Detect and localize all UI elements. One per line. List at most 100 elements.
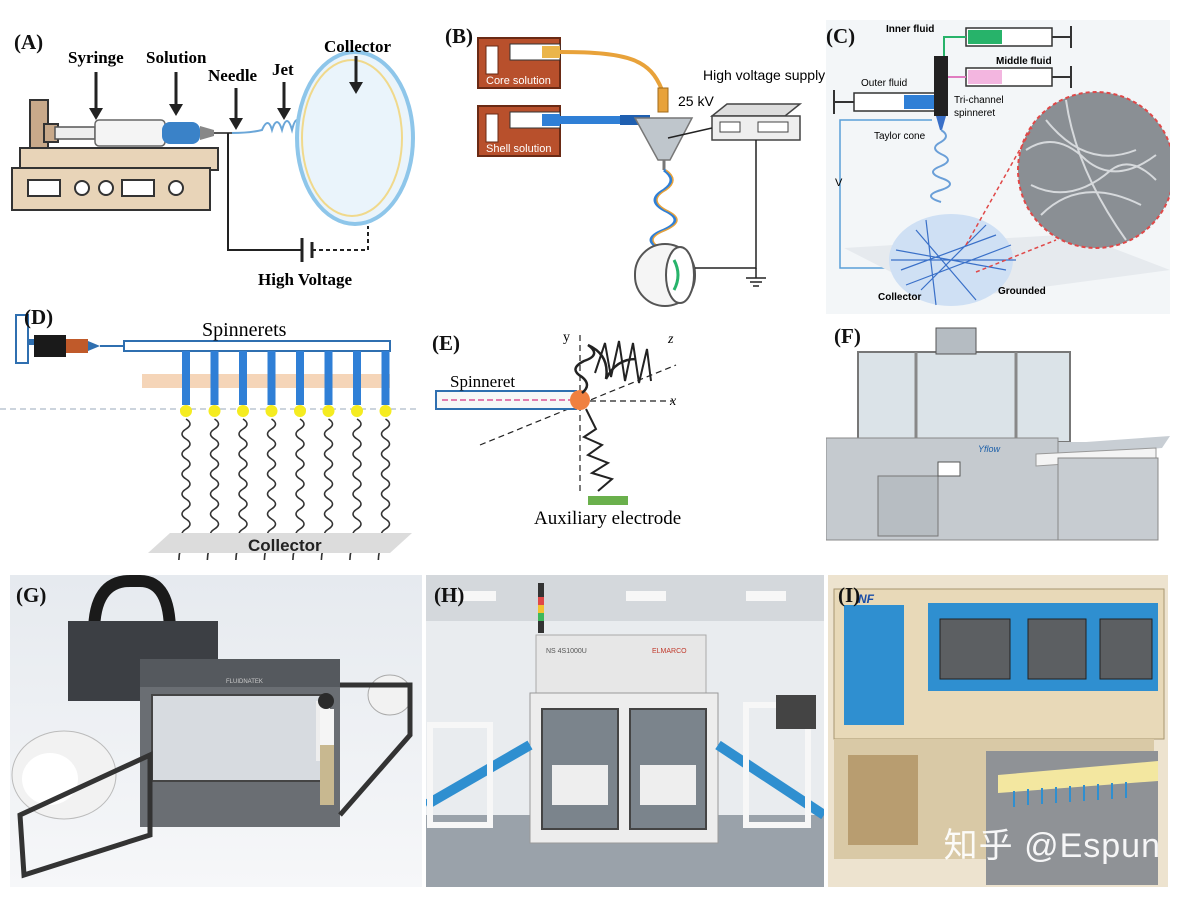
core-solution-label: Core solution: [486, 75, 551, 87]
needle-tip: [208, 405, 221, 417]
jet-upper: [574, 343, 637, 394]
manifold-tube: [123, 340, 391, 352]
jet-lower: [581, 408, 615, 492]
syringe-label: Syringe: [68, 48, 124, 67]
axis-x-label: x: [669, 394, 677, 409]
needle-array: [178, 351, 392, 560]
taylor-cone-label: Taylor cone: [874, 131, 926, 142]
panel-g: FLUIDNATEK (G): [10, 575, 422, 887]
needle-tip: [379, 405, 392, 417]
fluidnatek-machine-render: FLUIDNATEK: [10, 575, 422, 887]
syringe-barrel: [94, 119, 166, 147]
solution-label: Solution: [146, 48, 207, 67]
spinneret-label-line1: Tri-channel: [954, 95, 1004, 106]
machine-base: [826, 437, 1059, 541]
high-voltage-supply-label: High voltage supply: [703, 67, 825, 83]
panel-c: Inner fluid Outer fluid Middle fluid Tri…: [826, 20, 1170, 314]
panel-f-label: (F): [834, 324, 861, 348]
shell-solution-label: Shell solution: [486, 143, 551, 155]
inner-fluid-syringe: [968, 30, 1002, 44]
needle-tip: [322, 405, 335, 417]
fluidnatek-brand: FLUIDNATEK: [226, 679, 263, 685]
panel-a: Syringe Solution Needle Jet Collector Hi…: [0, 20, 420, 300]
collector-drum: [295, 50, 415, 226]
watermark-text: 知乎 @Espun: [943, 827, 1161, 865]
operator-figure: [318, 693, 334, 709]
spinneret-needle: [239, 351, 247, 405]
needle-tip: [180, 405, 192, 417]
auxiliary-electrode: [588, 496, 628, 505]
panel-d-label: (D): [24, 305, 54, 329]
fiber-jet: [320, 418, 334, 560]
tri-channel-spinneret: [934, 56, 948, 116]
middle-fluid-syringe: [968, 70, 1002, 84]
spinneret-needle: [210, 351, 219, 405]
fiber-jet: [349, 418, 362, 560]
panel-i-label: (I): [838, 583, 861, 607]
needle-tip: [265, 405, 278, 417]
axis-z-label: z: [667, 332, 674, 347]
panel-e: Spinneret y x z Auxiliary electrode (E): [420, 305, 820, 560]
fiber-jet: [178, 418, 191, 560]
voltage-label: V: [835, 177, 843, 189]
blue-roller: [426, 740, 533, 810]
taylor-cone-tip: [570, 390, 590, 410]
multi-needle-diagram: Spinnerets Collector: [0, 314, 420, 560]
fiber-jet: [377, 418, 391, 560]
spiral-jet: [930, 129, 951, 203]
core-tube: [559, 50, 664, 91]
panel-i: NF (I): [828, 575, 1168, 887]
pump-top: [19, 147, 219, 171]
control-panel-screen: [776, 695, 816, 729]
middle-fluid-label: Middle fluid: [996, 56, 1052, 67]
spinneret-needle: [381, 351, 390, 405]
panel-e-label: (E): [432, 331, 460, 355]
spinneret-needle: [324, 351, 333, 405]
panel-b: Core solution Shell solution 25 kV High …: [430, 20, 825, 310]
collector-label: Collector: [324, 37, 391, 56]
solution-fill: [162, 122, 200, 144]
panel-f: Yflow (F): [826, 318, 1170, 568]
inner-fluid-label: Inner fluid: [886, 24, 934, 35]
spinneret-cone: [633, 117, 694, 161]
jet-path: [231, 119, 303, 134]
unwind-stand: [17, 751, 153, 879]
yflow-machine-photo: Yflow: [826, 318, 1170, 568]
spinneret-label-line2: spinneret: [954, 108, 995, 119]
electrospinning-setup-diagram: Syringe Solution Needle Jet Collector Hi…: [11, 37, 415, 289]
overhead-duct: [88, 575, 176, 634]
fiber-jet: [292, 418, 305, 560]
fiber-jet: [206, 418, 220, 560]
elmarco-machine-photo: NS 4S1000U ELMARCO: [426, 575, 824, 887]
spinneret-needle: [267, 351, 276, 405]
needle-tip: [237, 405, 249, 417]
elmarco-model: NS 4S1000U: [546, 648, 587, 655]
sem-zoom-circle: [1017, 91, 1170, 249]
triaxial-electrospinning-diagram: Inner fluid Outer fluid Middle fluid Tri…: [826, 20, 1170, 314]
collector-label-d: Collector: [248, 536, 322, 555]
yflow-brand: Yflow: [978, 444, 1001, 454]
spinnerets-label: Spinnerets: [202, 319, 287, 341]
spinneret-needle: [353, 351, 361, 405]
fiber-jet: [263, 418, 277, 560]
panel-b-label: (B): [445, 24, 473, 48]
auxiliary-electrode-diagram: Spinneret y x z Auxiliary electrode: [435, 330, 681, 529]
machine-frame: [857, 351, 1071, 443]
panel-a-label: (A): [14, 30, 44, 54]
panel-h-label: (H): [434, 583, 465, 607]
auxiliary-electrode-label: Auxiliary electrode: [534, 508, 681, 529]
elmarco-brand: ELMARCO: [652, 648, 687, 655]
nf-machine-photo: NF: [828, 575, 1168, 887]
axis-y-label: y: [563, 330, 570, 345]
voltage-value: 25 kV: [678, 93, 714, 109]
panel-g-label: (G): [16, 583, 47, 607]
needle-tip: [294, 405, 306, 417]
spinneret-needle: [182, 351, 190, 405]
jet-label: Jet: [272, 60, 294, 79]
upper-cabinet: [535, 634, 707, 696]
grounded-label: Grounded: [998, 286, 1046, 297]
shell-tube: [560, 116, 620, 124]
outer-fluid-label: Outer fluid: [861, 78, 907, 89]
nf-brand: NF: [858, 592, 875, 606]
needle-label: Needle: [208, 66, 258, 85]
